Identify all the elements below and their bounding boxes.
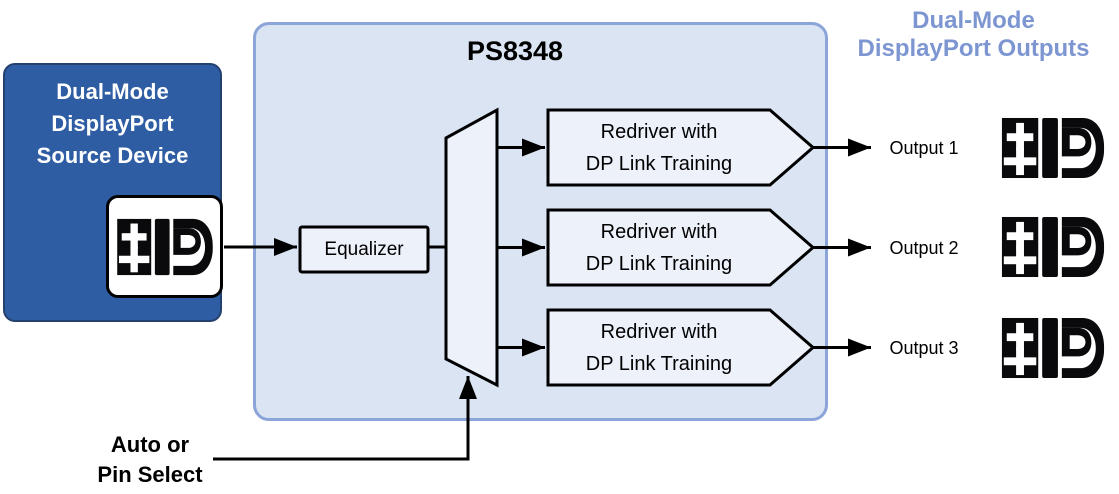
- demux-shape: [444, 107, 499, 388]
- output-3-label: Output 3: [889, 337, 959, 358]
- redriver-3-label: Redriver with DP Link Training: [548, 310, 770, 385]
- outputs-heading-line2: DisplayPort Outputs: [857, 35, 1090, 62]
- equalizer-label: Equalizer: [324, 238, 404, 260]
- redriver-3-label-line1: Redriver with: [600, 320, 718, 343]
- redriver-3-label-line2: DP Link Training: [585, 352, 733, 375]
- redriver-1-label-line1: Redriver with: [600, 120, 718, 143]
- select-control-label-line2: Pin Select: [97, 462, 203, 487]
- select-control-label-line1: Auto or: [110, 432, 190, 457]
- equalizer-box: [298, 225, 430, 274]
- redriver-2-label-line1: Redriver with: [600, 220, 718, 243]
- source-device-label-line1: Dual-Mode: [56, 79, 169, 104]
- output-2-label: Output 2: [889, 237, 959, 258]
- source-displayport-icon-frame: [106, 195, 223, 298]
- source-device-label-line3: Source Device: [36, 143, 189, 168]
- displayport-icon: [117, 218, 213, 276]
- redriver-1-label-line2: DP Link Training: [585, 152, 733, 175]
- redriver-3-shape: [546, 308, 816, 387]
- source-device-label: Dual-Mode DisplayPort Source Device: [3, 76, 222, 172]
- select-control-label: Auto or Pin Select: [45, 430, 255, 490]
- output-1-label: Output 1: [889, 137, 959, 158]
- source-device-label-line2: DisplayPort: [51, 111, 174, 136]
- redriver-2-shape: [546, 208, 816, 287]
- redriver-2-label-line2: DP Link Training: [585, 252, 733, 275]
- arrow-select-to-demux: [213, 376, 477, 461]
- redriver-1-label: Redriver with DP Link Training: [548, 110, 770, 185]
- redriver-1-shape: [546, 108, 816, 187]
- redriver-2-label: Redriver with DP Link Training: [548, 210, 770, 285]
- outputs-heading-line1: Dual-Mode: [912, 7, 1035, 34]
- chip-title: PS8348: [466, 36, 564, 66]
- outputs-heading: Dual-Mode DisplayPort Outputs: [828, 7, 1119, 63]
